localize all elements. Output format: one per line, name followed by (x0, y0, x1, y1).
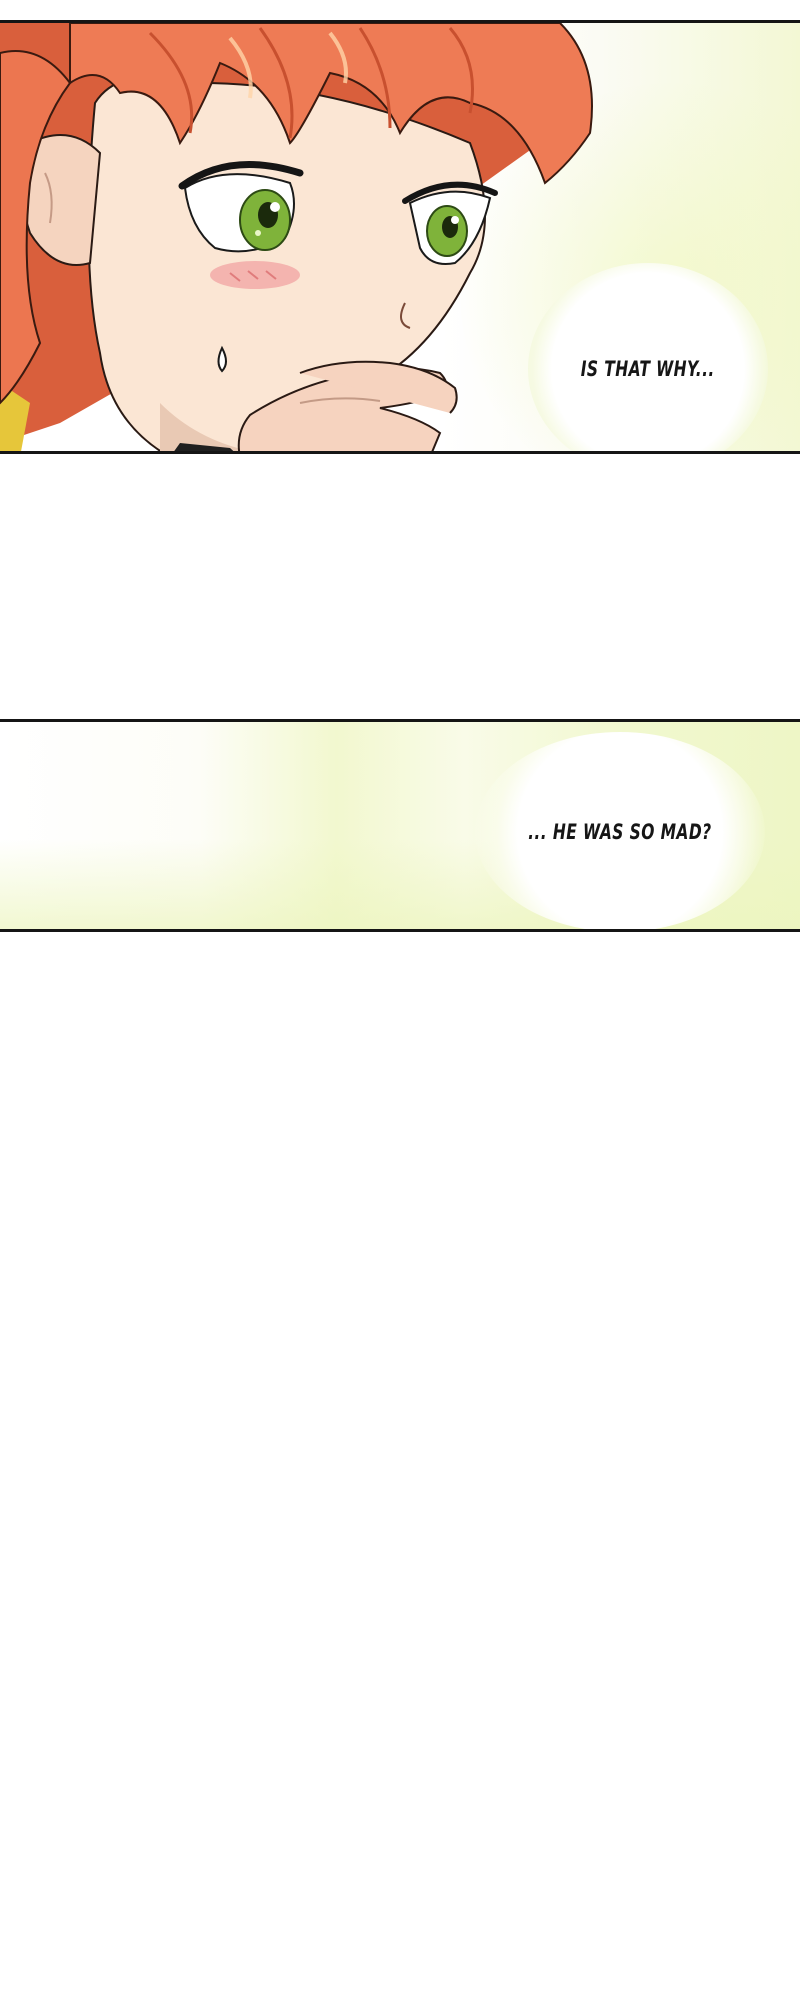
speech-text-1: IS THAT WHY... (581, 357, 715, 381)
speech-bubble-1: IS THAT WHY... (528, 263, 768, 451)
girl-closeup-illustration (0, 23, 593, 451)
speech-bubble-2: ... HE WAS SO MAD? (475, 732, 765, 929)
speech-text-2: ... HE WAS SO MAD? (528, 820, 712, 844)
panel-2: ... HE WAS SO MAD? (0, 719, 800, 932)
panel-1: IS THAT WHY... (0, 20, 800, 454)
